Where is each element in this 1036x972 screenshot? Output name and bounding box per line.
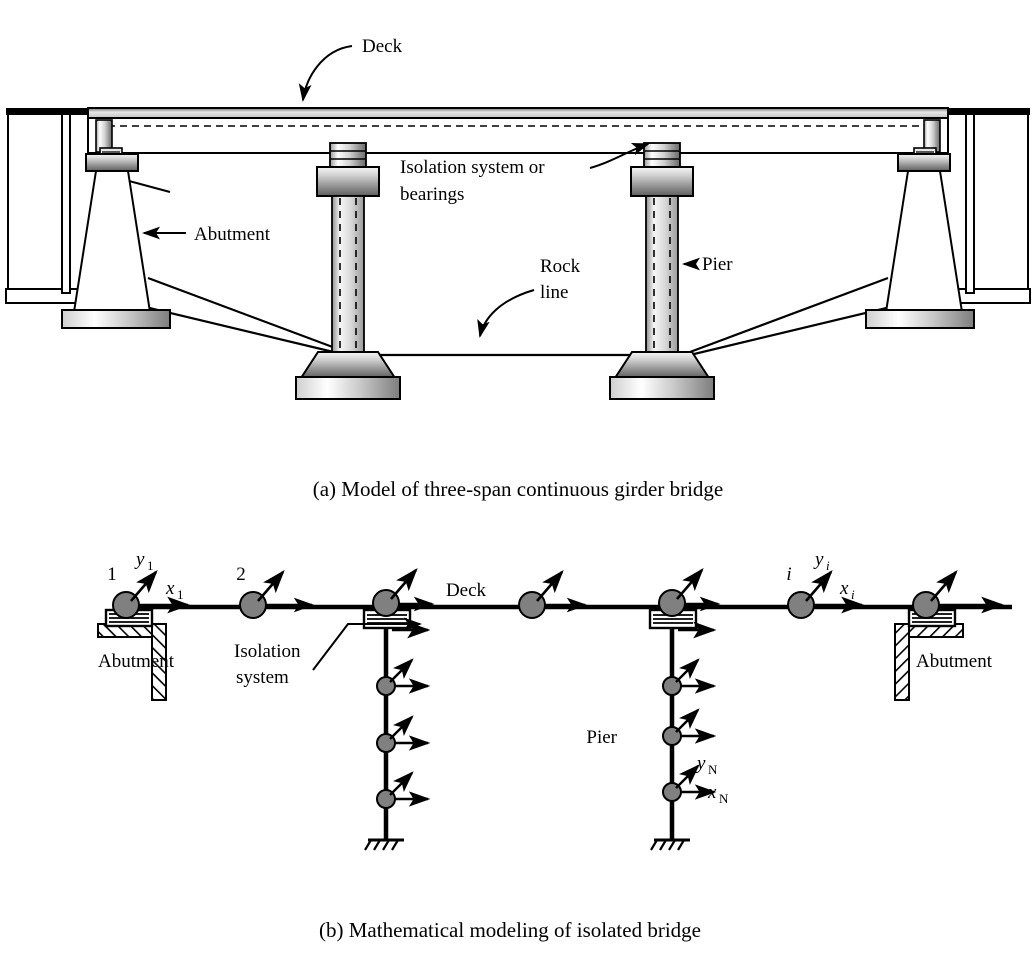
abutment-left: [61, 119, 171, 329]
node-pier-right-top: [658, 568, 721, 617]
svg-text:x: x: [707, 782, 717, 803]
label-node-2: 2: [236, 564, 246, 585]
fixed-base-right: [650, 838, 690, 851]
dof-label-xi: x i: [839, 578, 855, 602]
abutment-right: [865, 119, 975, 329]
pier-node: [662, 764, 717, 802]
label-pier-b: Pier: [586, 727, 617, 748]
pier-left-nodes: [376, 658, 431, 809]
label-abutment-a: Abutment: [194, 224, 271, 245]
dof-label-x1: x 1: [165, 578, 184, 602]
svg-text:i: i: [826, 558, 830, 573]
svg-text:N: N: [719, 791, 729, 806]
pier-node: [376, 771, 431, 809]
deck-girder: [87, 107, 949, 154]
label-isolation-b-line1: Isolation: [234, 641, 301, 662]
label-rock-line1: Rock: [540, 256, 581, 277]
label-abutment-left-b: Abutment: [98, 651, 175, 672]
label-pier-a: Pier: [702, 254, 733, 275]
isolation-leader-line-b: [312, 617, 422, 671]
panel-a-bridge-elevation: Deck Isolation system or bearings Abutme…: [5, 36, 1031, 501]
isolation-leader-line: [589, 142, 650, 169]
label-isolation-line2: bearings: [400, 184, 464, 205]
node-1: [112, 570, 191, 619]
label-isolation-line1: Isolation system or: [400, 157, 545, 178]
svg-text:i: i: [851, 587, 855, 602]
svg-text:1: 1: [177, 587, 184, 602]
deck-leader-line: [298, 45, 353, 102]
panel-b-math-model: 1 2 i y 1 x 1 y i x i y N x N Deck Abutm…: [97, 549, 1012, 942]
dof-label-yi: y i: [813, 549, 830, 573]
rockline-leader-line: [477, 289, 535, 338]
svg-text:N: N: [708, 762, 718, 777]
abutment-block-right: [894, 623, 964, 701]
pier-node: [376, 715, 431, 753]
caption-panel-a: (a) Model of three-span continuous girde…: [313, 477, 724, 501]
fixed-base-left: [364, 838, 404, 851]
node-pier-left-top: [372, 568, 435, 617]
label-abutment-right-b: Abutment: [916, 651, 993, 672]
node-midspan: [518, 570, 588, 619]
label-rock-line2: line: [540, 282, 569, 303]
pier-node: [376, 658, 431, 696]
caption-panel-b: (b) Mathematical modeling of isolated br…: [319, 918, 701, 942]
svg-text:y: y: [695, 753, 706, 774]
svg-text:y: y: [813, 549, 824, 570]
node-i: [787, 570, 865, 619]
svg-text:x: x: [839, 578, 849, 599]
node-2: [239, 570, 315, 619]
label-isolation-b-line2: system: [236, 667, 289, 688]
svg-text:1: 1: [147, 558, 154, 573]
label-deck-b: Deck: [446, 580, 487, 601]
node-N-abutment-right: [912, 570, 1005, 619]
pier-right-nodes: [662, 658, 717, 802]
dof-label-yN: y N: [695, 753, 718, 777]
label-deck-a: Deck: [362, 36, 403, 57]
label-node-1: 1: [107, 564, 117, 585]
svg-text:x: x: [165, 578, 175, 599]
pier-node: [662, 708, 717, 746]
dof-label-y1: y 1: [134, 549, 154, 573]
deck-nodes: [112, 568, 1005, 619]
svg-text:y: y: [134, 549, 145, 570]
pier-left: [295, 142, 401, 400]
pier-node: [662, 658, 717, 696]
abutment-block-left: [97, 623, 167, 701]
dof-label-xN: x N: [707, 782, 729, 806]
pier-right: [609, 142, 715, 400]
label-node-i: i: [786, 564, 791, 585]
